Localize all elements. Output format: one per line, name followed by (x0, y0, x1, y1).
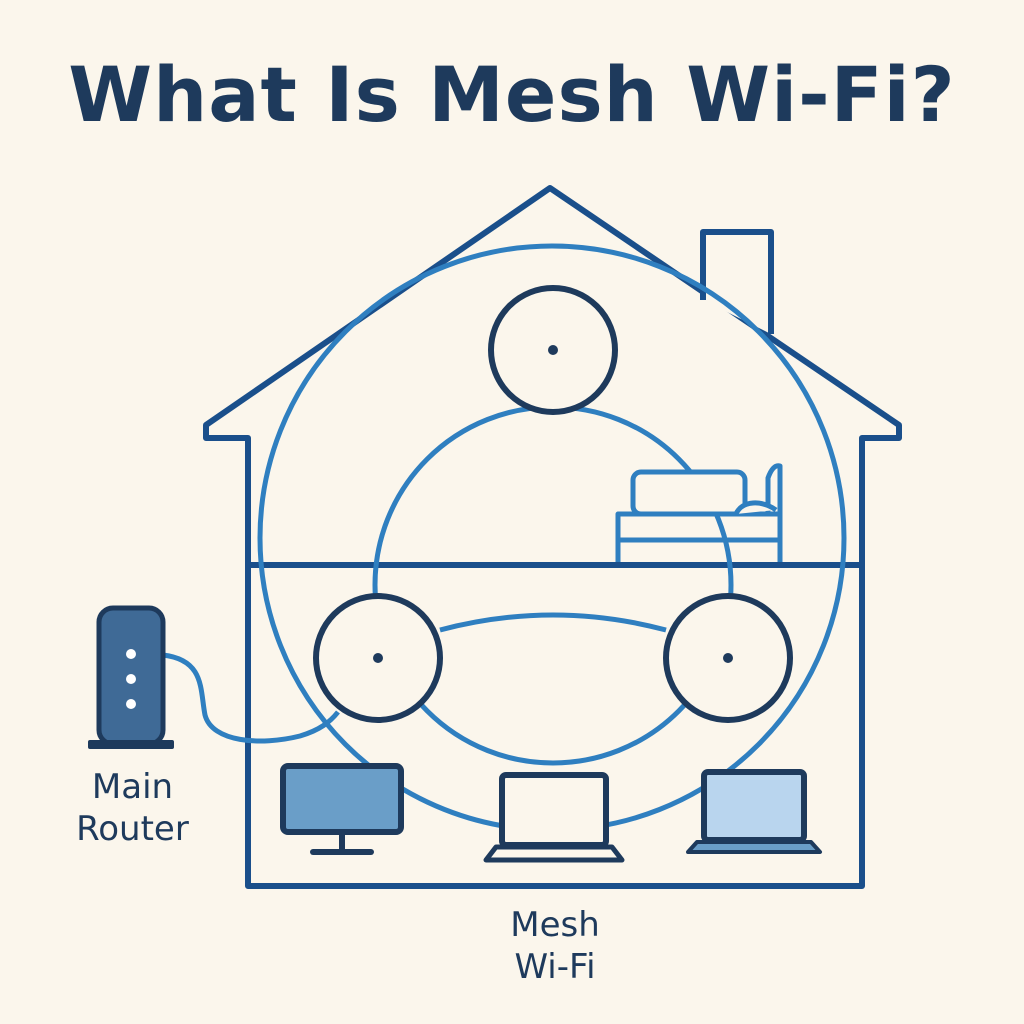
mesh-wifi-label: Mesh Wi-Fi (480, 904, 630, 988)
node-link (439, 612, 667, 633)
page-title: What Is Mesh Wi-Fi? (68, 50, 956, 139)
bed-icon (615, 463, 783, 562)
router-cable (162, 652, 340, 744)
mesh-label-line1: Mesh (510, 905, 600, 945)
laptop-icon (483, 772, 625, 863)
mesh-node-icon (313, 593, 443, 723)
mesh-node-icon (488, 285, 618, 415)
router-label: Main Router (60, 766, 205, 850)
laptop-icon (686, 769, 822, 854)
router-icon (88, 605, 174, 749)
monitor-icon (280, 763, 404, 855)
router-label-line1: Main (91, 767, 174, 807)
mesh-node-icon (663, 593, 793, 723)
router-label-line2: Router (76, 809, 189, 849)
mesh-label-line2: Wi-Fi (514, 947, 596, 987)
chimney-icon (700, 229, 774, 334)
inner-coverage-circle (372, 404, 734, 766)
